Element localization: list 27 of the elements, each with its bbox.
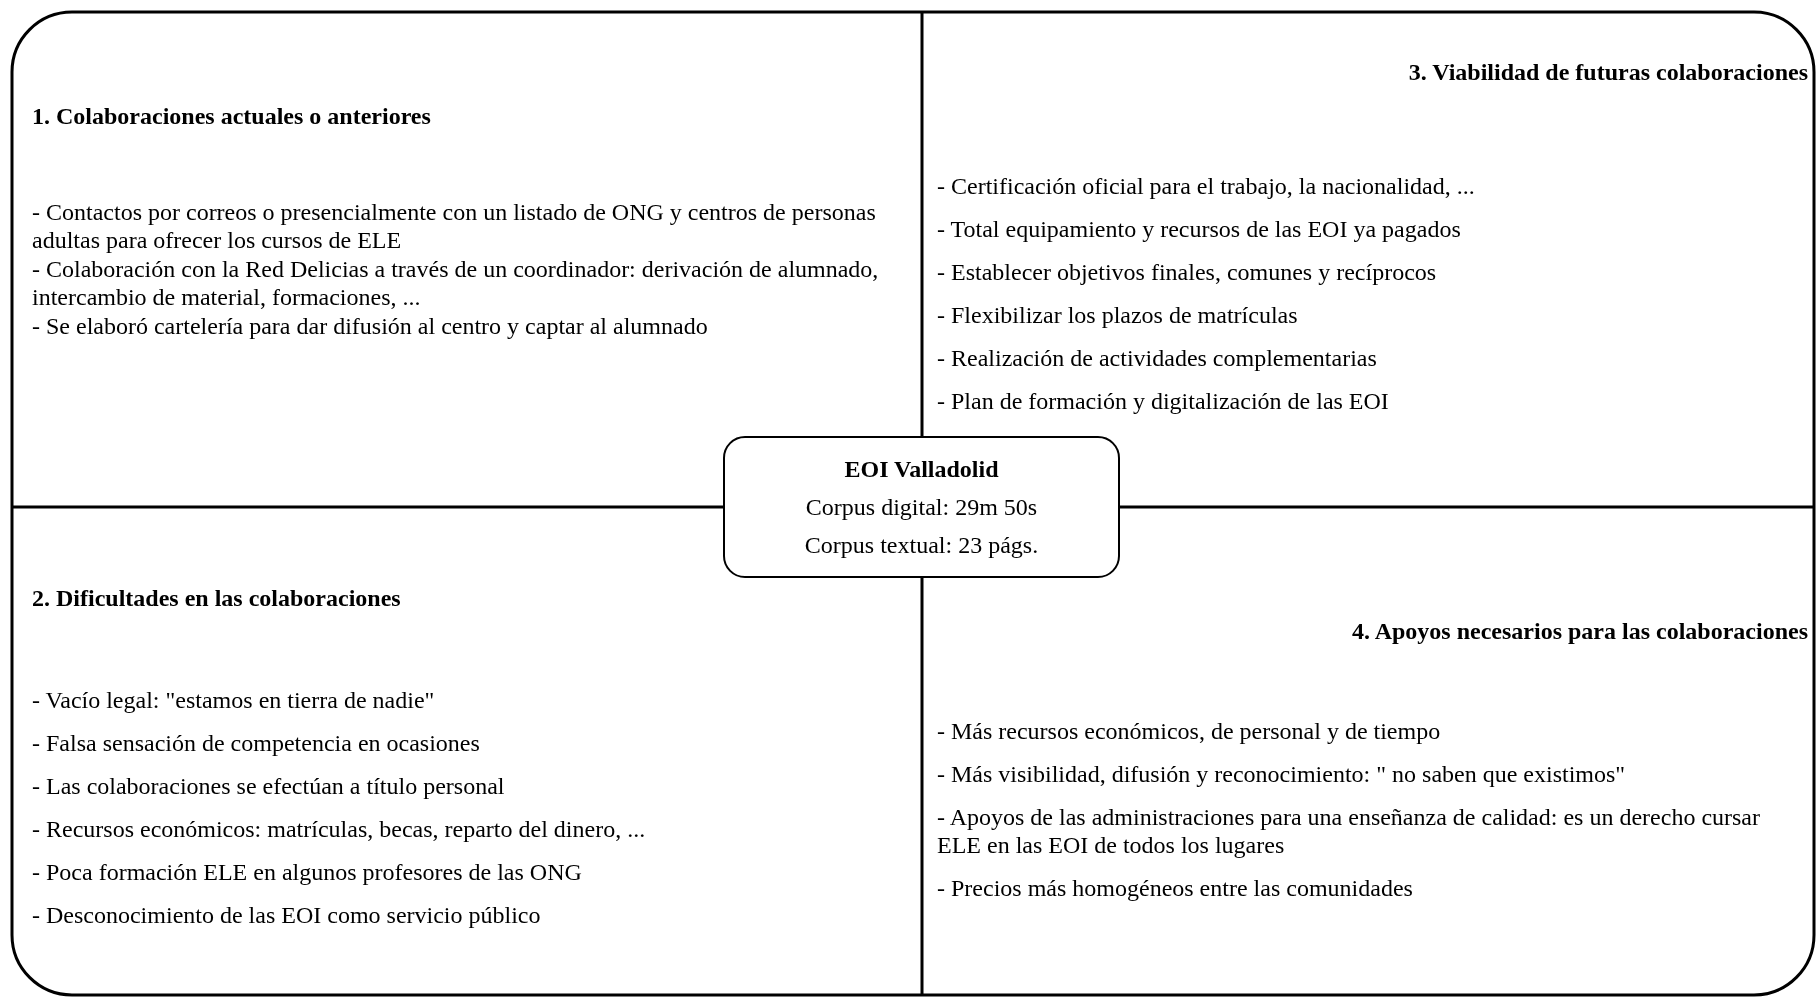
list-item: - Total equipamiento y recursos de las EOI ya pagados (937, 215, 1462, 243)
list-item: - Desconocimiento de las EOI como servicio público (32, 901, 542, 929)
list-item: - Apoyos de las administraciones para una enseñanza de calidad: es un derecho cursar ELE en las EOI de todos los lugares (937, 803, 1761, 859)
list-item: - Recursos económicos: matrículas, becas, reparto del dinero, ... (32, 815, 647, 843)
center-text: Corpus digital: 29m 50s (804, 493, 1039, 521)
list-item: - Las colaboraciones se efectúan a título personal (32, 772, 506, 800)
list-item: - Establecer objetivos finales, comunes y recíprocos (937, 258, 1438, 286)
list-item: - Se elaboró cartelería para dar difusión al centro y captar al alumnado (32, 312, 709, 340)
list-item: - Certificación oficial para el trabajo, la nacionalidad, ... (937, 172, 1476, 200)
list-item: - Más visibilidad, difusión y reconocimiento: " no saben que existimos" (937, 760, 1627, 788)
list-item: - Flexibilizar los plazos de matrículas (937, 301, 1299, 329)
list-item: - Vacío legal: "estamos en tierra de nadie" (32, 686, 436, 714)
list-item: - Colaboración con la Red Delicias a través de un coordinador: derivación de alumnado, intercambio de material, formaciones, ... (32, 255, 880, 311)
section-heading: 3. Viabilidad de futuras colaboraciones (1408, 58, 1808, 86)
list-item: - Plan de formación y digitalización de las EOI (937, 387, 1390, 415)
list-item: - Poca formación ELE en algunos profesores de las ONG (32, 858, 583, 886)
list-item: - Más recursos económicos, de personal y de tiempo (937, 717, 1442, 745)
list-item: - Contactos por correos o presencialmente con un listado de ONG y centros de personas adultas para ofrecer los cursos de ELE (32, 198, 877, 254)
section-heading: 4. Apoyos necesarios para las colaboraciones (1352, 617, 1808, 645)
center-text: Corpus textual: 23 págs. (803, 531, 1040, 559)
list-item: - Realización de actividades complementarias (937, 344, 1378, 372)
center-box (723, 436, 1120, 578)
list-item: - Precios más homogéneos entre las comunidades (937, 874, 1414, 902)
list-item: - Falsa sensación de competencia en ocasiones (32, 729, 481, 757)
center-title: EOI Valladolid (843, 455, 1000, 483)
section-heading: 2. Dificultades en las colaboraciones (32, 584, 401, 612)
section-heading: 1. Colaboraciones actuales o anteriores (32, 102, 431, 130)
